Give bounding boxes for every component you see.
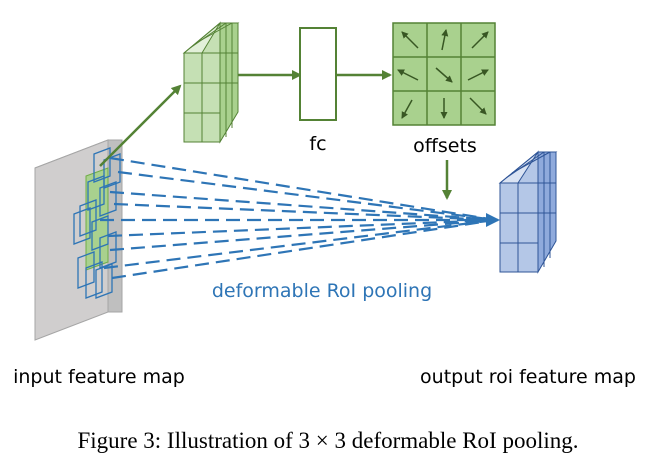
deformable-roi-pooling-label: deformable RoI pooling	[212, 280, 432, 302]
fc-label: fc	[309, 133, 326, 155]
fc-box	[299, 27, 337, 121]
offsets-label: offsets	[413, 135, 477, 157]
figure-caption: Figure 3: Illustration of 3 × 3 deformab…	[77, 428, 578, 453]
dashed-projection-lines	[100, 156, 497, 280]
input-feature-map-label: input feature map	[13, 366, 185, 388]
input-feature-map	[34, 139, 123, 341]
output-roi-cube	[498, 150, 558, 274]
output-roi-feature-map-label: output roi feature map	[420, 366, 636, 388]
cube-front	[183, 52, 203, 143]
output-cube-front	[499, 182, 519, 273]
offset-arrows	[397, 29, 489, 119]
roi-feature-cube	[182, 21, 240, 144]
roi-to-feature-arrow	[99, 84, 182, 167]
output-cube-side	[537, 151, 557, 274]
offsets-grid	[392, 22, 496, 126]
sampling-cells	[73, 147, 121, 299]
